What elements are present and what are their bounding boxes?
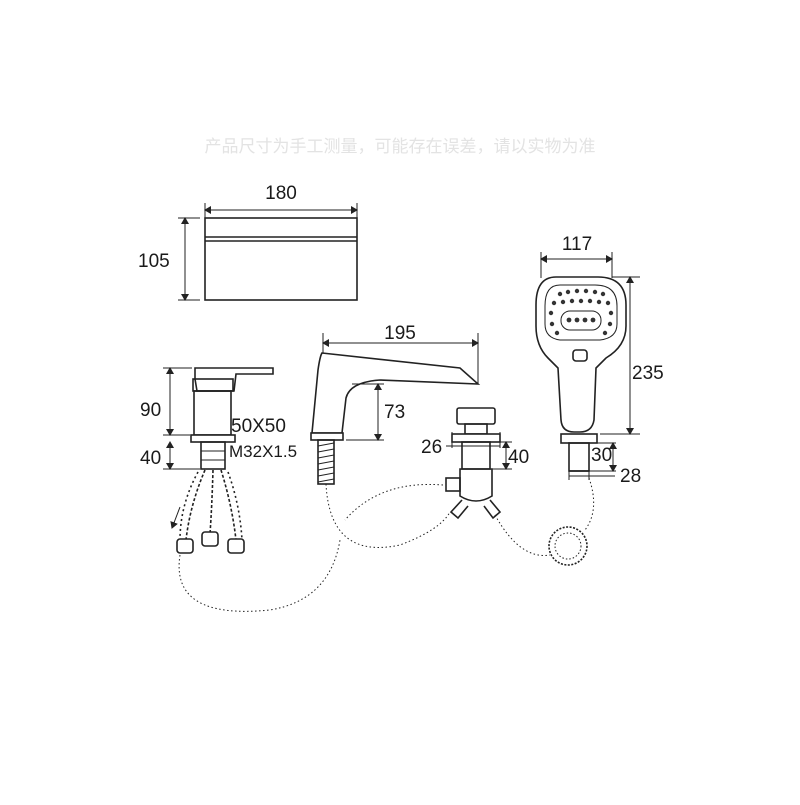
mixer-handle: 90 40 50X50 M32X1.5	[140, 367, 341, 612]
dim-diverter-width: 26	[421, 437, 442, 458]
dim-spout-height: 73	[384, 402, 405, 423]
dim-mixer-base: 50X50	[231, 416, 286, 437]
hose-nut	[176, 531, 245, 554]
dim-holder-height: 30	[591, 445, 612, 466]
diverter: 26 40	[325, 407, 595, 566]
dim-mixer-thread: M32X1.5	[229, 442, 297, 461]
dim-mixer-shank: 40	[140, 448, 161, 469]
dim-spout-length: 195	[384, 323, 416, 344]
dim-mixer-height: 90	[140, 400, 161, 421]
dim-diverter-height: 40	[508, 447, 529, 468]
header-note: 产品尺寸为手工测量，可能存在误差，请以实物为准	[205, 137, 596, 156]
spout: 195 73	[310, 323, 481, 485]
dim-handshower-height: 235	[632, 363, 664, 384]
flow-arrow-icon	[170, 506, 181, 529]
dim-handshower-width: 117	[562, 234, 592, 255]
hand-shower: 117 235 30 28	[535, 234, 664, 487]
basin-body: 180 105	[138, 183, 358, 301]
dim-holder-diameter: 28	[620, 466, 641, 487]
dim-body-height: 105	[138, 251, 170, 272]
dim-body-width: 180	[265, 183, 297, 204]
